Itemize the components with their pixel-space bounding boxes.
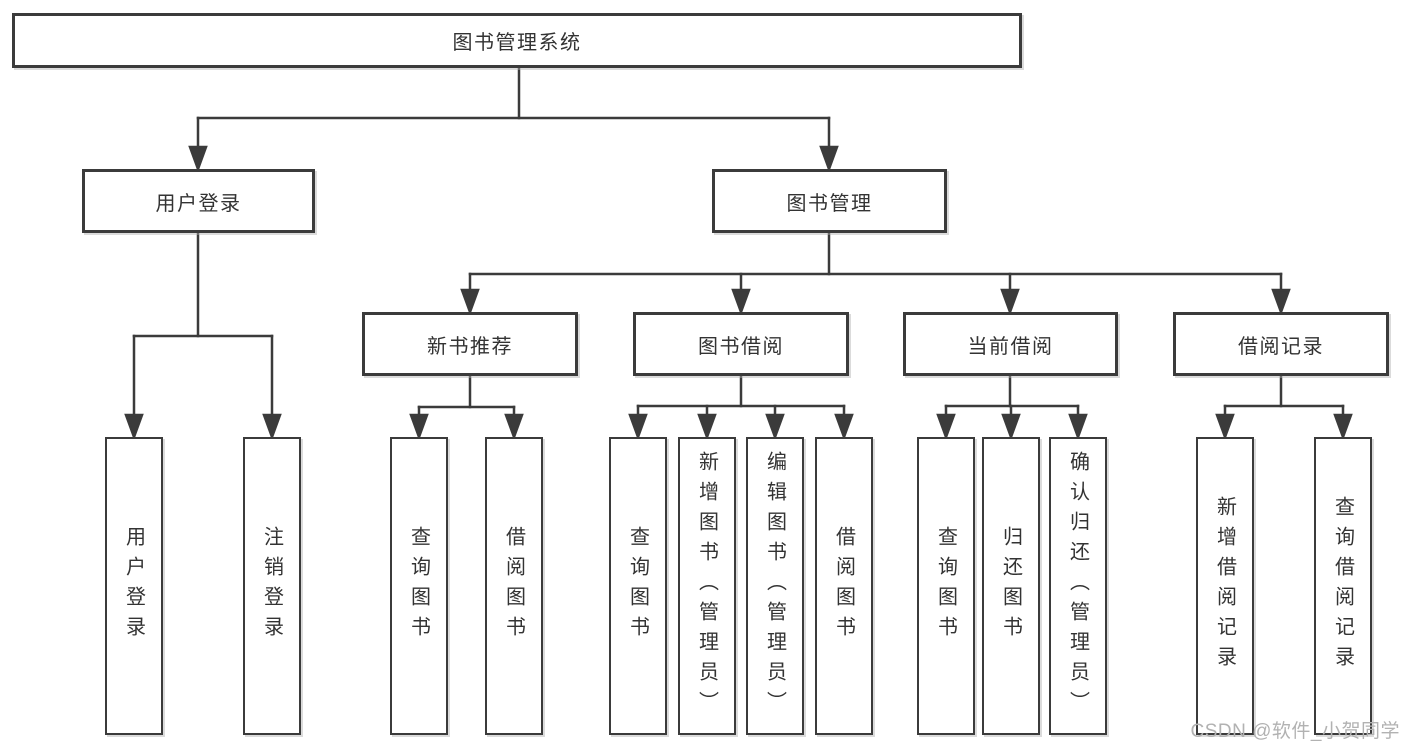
node-leaf-query-books-3: 查询图书 xyxy=(917,437,975,735)
node-book-borrowing: 图书借阅 xyxy=(633,312,849,376)
node-leaf-query-books-1: 查询图书 xyxy=(390,437,448,735)
node-leaf-return-books: 归还图书 xyxy=(982,437,1040,735)
node-leaf-borrow-books-2: 借阅图书 xyxy=(815,437,873,735)
node-current-borrowing: 当前借阅 xyxy=(903,312,1118,376)
node-new-book-recommend: 新书推荐 xyxy=(362,312,578,376)
node-leaf-logout: 注销登录 xyxy=(243,437,301,735)
node-leaf-confirm-return-admin: 确认归还（管理员） xyxy=(1049,437,1107,735)
node-leaf-query-books-2: 查询图书 xyxy=(609,437,667,735)
node-leaf-borrow-books-1: 借阅图书 xyxy=(485,437,543,735)
node-leaf-query-borrow-record: 查询借阅记录 xyxy=(1314,437,1372,735)
node-leaf-user-login: 用户登录 xyxy=(105,437,163,735)
node-leaf-add-books-admin: 新增图书（管理员） xyxy=(678,437,736,735)
node-book-management: 图书管理 xyxy=(712,169,947,233)
node-root: 图书管理系统 xyxy=(12,13,1022,68)
node-leaf-edit-books-admin: 编辑图书（管理员） xyxy=(746,437,804,735)
watermark: CSDN @软件_小贺同学 xyxy=(1190,721,1400,742)
node-borrowing-records: 借阅记录 xyxy=(1173,312,1389,376)
node-leaf-add-borrow-record: 新增借阅记录 xyxy=(1196,437,1254,735)
node-user-login: 用户登录 xyxy=(82,169,315,233)
